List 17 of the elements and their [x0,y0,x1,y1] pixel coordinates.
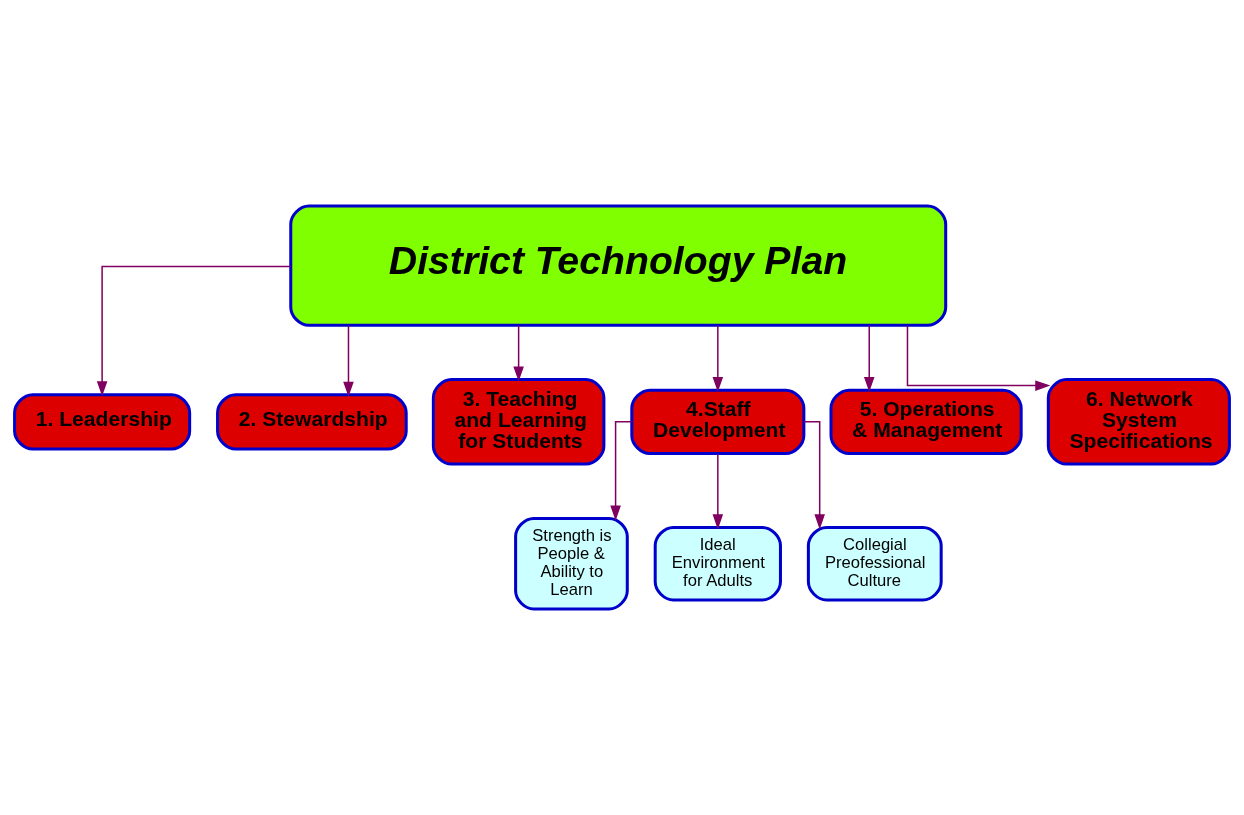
node-box: 6. Network System Specifications [1046,378,1231,466]
arrow [906,324,1051,391]
node-box: 2. Stewardship [216,393,408,451]
node-box: Collegial Preofessional Culture [806,525,943,602]
arrow [343,324,354,397]
arrow [513,324,524,382]
node-box: 3. Teaching and Learning for Students [431,378,606,466]
node-box: 4.Staff Development [630,388,806,456]
arrow [863,324,875,393]
arrow [712,453,724,530]
node-box: 5. Operations & Management [829,388,1023,456]
arrow [96,265,292,397]
node-box: 1. Leadership [13,393,192,451]
arrow [712,324,724,393]
node-box: Strength is People & Ability to Learn [514,516,629,611]
node-box: Ideal Environment for Adults [653,525,782,602]
node-box: District Technology Plan [289,204,948,327]
